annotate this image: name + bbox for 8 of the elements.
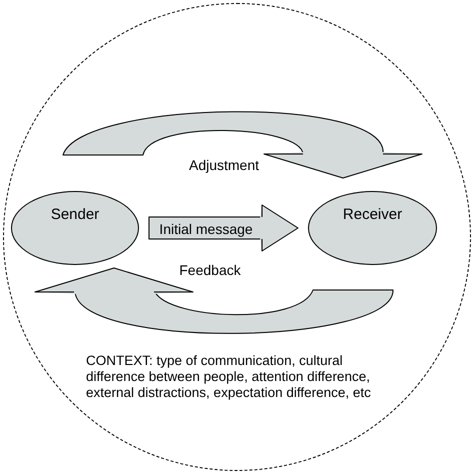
block-arrow [34, 268, 394, 334]
node-label: Sender [50, 206, 100, 223]
block-arrow [62, 111, 422, 178]
edge-label: Feedback [179, 262, 241, 278]
context-note: CONTEXT: type of communication, cultural difference between people, attention difference, external distractions, expectation difference, etc [86, 353, 372, 401]
node-label: Receiver [342, 206, 402, 223]
edge-label: Initial message [159, 221, 253, 237]
edge-label: Adjustment [188, 157, 260, 173]
